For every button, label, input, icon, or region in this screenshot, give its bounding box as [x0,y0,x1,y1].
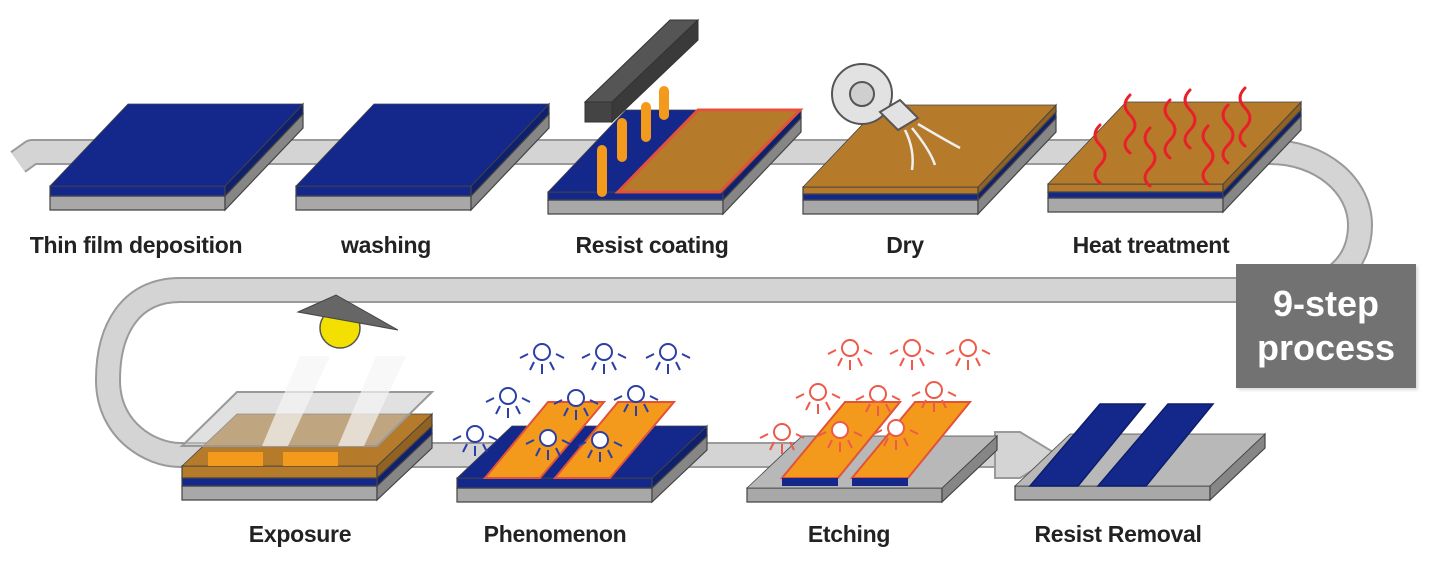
air-flow-line [911,127,937,166]
heat-wave [1183,88,1197,150]
badge-line-2: process [1256,327,1396,368]
resist-stream [659,86,669,120]
etchant-particle-icon [795,383,841,414]
resist-stream [597,145,607,197]
air-flow-line [903,129,914,171]
heat-wave [1123,93,1137,155]
step-label-washing: washing [341,232,431,258]
step-label-heat-treatment: Heat treatment [1072,232,1230,258]
mask-clear-strip [262,356,330,446]
step-label-thin-film-deposition: Thin film deposition [29,232,243,258]
exposed-strip [283,452,338,466]
wafer-step-3 [547,18,804,216]
wafer-step-5 [1047,86,1302,214]
heat-wave [1093,123,1107,185]
step-label-etching: Etching [807,521,891,547]
conveyor-path [10,139,1373,479]
etchant-particle-icon [945,339,991,370]
developer-particle-icon [553,389,599,420]
resist-stream [617,118,627,162]
blue-film [295,102,550,198]
heat-wave [1201,124,1215,186]
developer-particle-icon [577,431,623,462]
heat-wave [1221,103,1235,165]
resist-layer-partial [614,108,804,194]
step-label-dry: Dry [886,232,924,258]
etchant-particle-icon [889,339,935,370]
blue-film-strip [852,478,908,486]
step-label-resist-removal: Resist Removal [1034,521,1202,547]
patterned-film-strip [1096,403,1215,487]
resist-stream [641,102,651,142]
developer-particle-icon [645,343,691,374]
blue-film [49,102,304,198]
etchant-particle-icon [817,421,863,452]
developer-particle-icon [519,343,565,374]
resist-layer [1047,100,1302,194]
process-badge: 9-step process [1236,264,1416,388]
exposed-strip [208,452,263,466]
developer-particle-icon [485,387,531,418]
step-label-exposure: Exposure [248,521,352,547]
heat-wave [1143,126,1157,188]
heat-waves-icon [1093,86,1252,188]
wafer-step-7 [452,343,709,504]
patterned-film-strip [1028,403,1147,487]
etchant-particle-icon [759,423,805,454]
wafer-step-6 [179,294,435,502]
badge-line-1: 9-step [1272,283,1380,324]
resist-layer [802,103,1057,196]
step-label-resist-coating: Resist coating [575,232,729,258]
etchant-particle-icon [911,381,957,412]
heat-wave [1238,86,1252,148]
blower-fan-icon [831,63,961,171]
developer-particle-icon [452,425,498,456]
etchant-particle-icon [873,419,919,450]
blue-film-strip [782,478,838,486]
etchant-particle-icon [855,385,901,416]
developer-particle-icon [581,343,627,374]
mask-clear-strip [338,356,406,446]
wafer-step-8 [745,339,999,504]
wafer-step-1 [49,102,304,212]
etchant-particle-icon [827,339,873,370]
wafer-step-4 [802,63,1057,216]
exposure-lamp-icon [296,294,399,349]
wafer-step-9 [1013,403,1267,502]
coater-nozzle-icon [583,18,700,197]
resist-strip [552,401,677,479]
air-flow-line [917,122,961,150]
wafer-step-2 [295,102,550,212]
developer-particle-icon [525,429,571,460]
step-label-phenomenon: Phenomenon [483,521,627,547]
developer-particle-icon [613,385,659,416]
heat-wave [1163,98,1177,160]
